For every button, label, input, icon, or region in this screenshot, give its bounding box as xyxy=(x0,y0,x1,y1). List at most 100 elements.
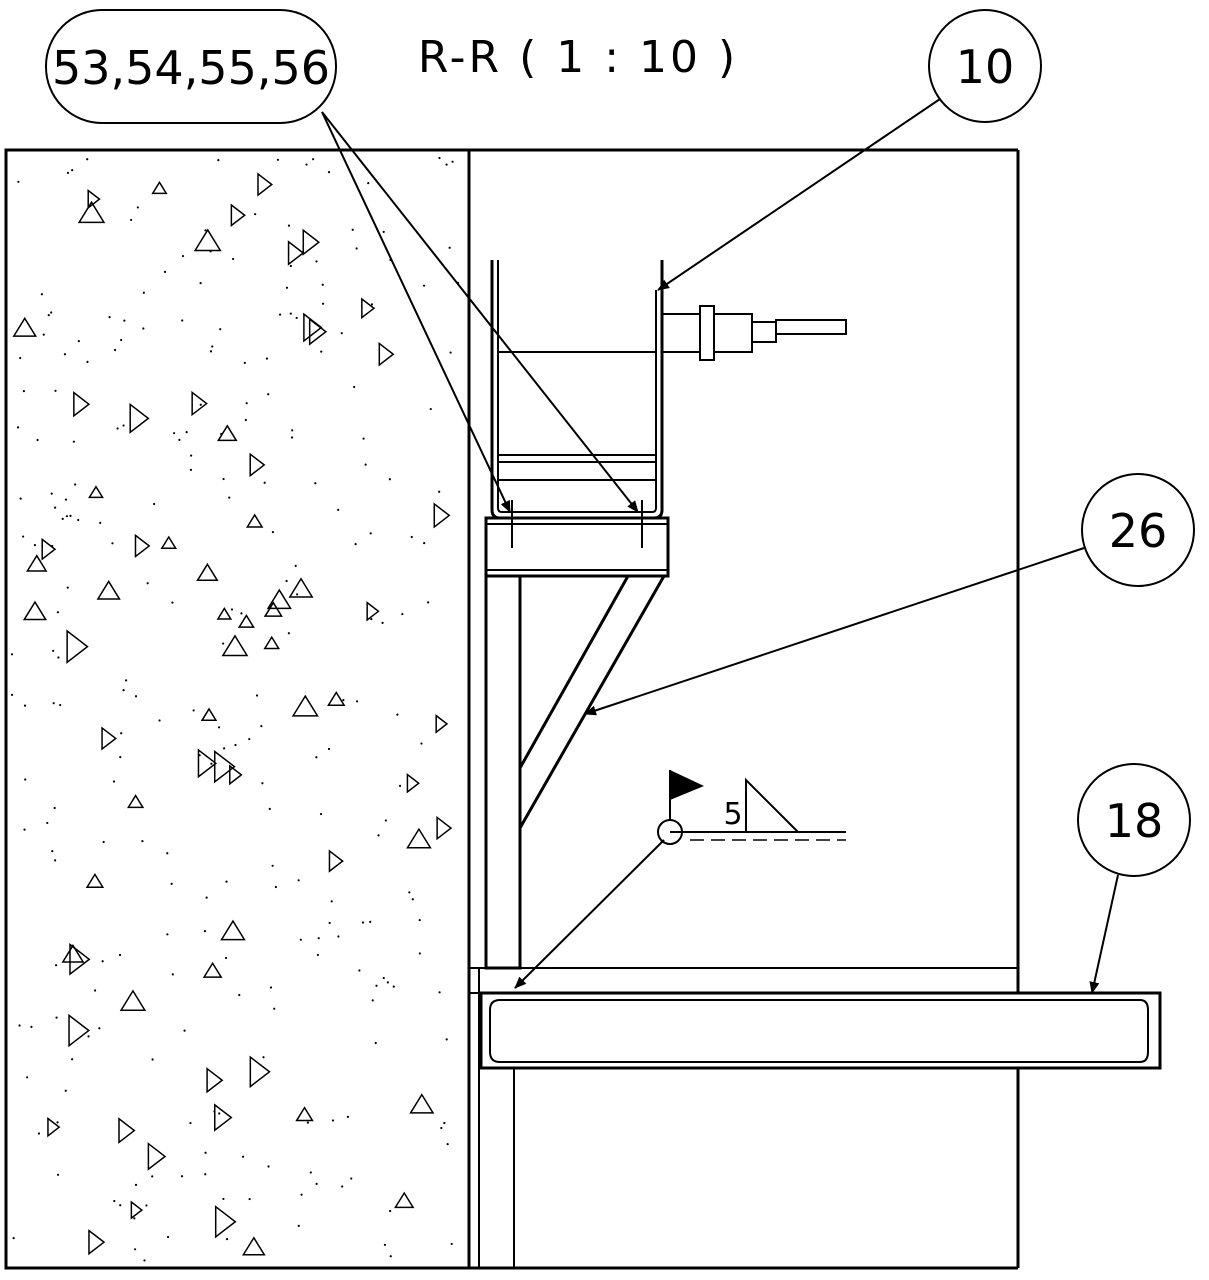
aggregate-grain xyxy=(19,356,22,360)
aggregate-grain xyxy=(22,535,25,538)
aggregate-grain xyxy=(180,1175,184,1178)
aggregate-grain xyxy=(248,1197,251,1201)
aggregate-grain xyxy=(108,315,111,319)
aggregate-grain xyxy=(54,389,57,392)
aggregate-grain xyxy=(54,506,57,509)
aggregate-grain xyxy=(289,264,292,268)
aggregate-grain xyxy=(222,477,225,481)
aggregate-grain xyxy=(297,879,300,882)
aggregate-stone xyxy=(295,1106,314,1122)
aggregate-grain xyxy=(244,418,247,422)
aggregate-grain xyxy=(151,1058,154,1061)
aggregate-grain xyxy=(287,632,290,635)
aggregate-grain xyxy=(306,1121,309,1124)
aggregate-grain xyxy=(410,535,413,539)
aggregate-stone xyxy=(77,200,106,224)
aggregate-grain xyxy=(315,260,318,263)
aggregate-grain xyxy=(86,360,89,363)
aggregate-grain xyxy=(377,834,380,837)
aggregate-grain xyxy=(118,953,122,957)
aggregate-grain xyxy=(238,993,241,997)
aggregate-grain xyxy=(370,617,373,621)
aggregate-grain xyxy=(262,1056,265,1059)
aggregate-stone xyxy=(73,391,91,418)
aggregate-stone xyxy=(221,634,249,657)
aggregate-grain xyxy=(438,490,441,493)
aggregate-grain xyxy=(158,719,161,722)
aggregate-grain xyxy=(222,642,225,645)
aggregate-grain xyxy=(342,699,345,702)
aggregate-stone xyxy=(88,485,104,499)
aggregate-grain xyxy=(183,1029,186,1032)
aggregate-grain xyxy=(57,656,60,659)
floor-layer xyxy=(468,967,1019,994)
aggregate-grain xyxy=(317,937,320,940)
aggregate-grain xyxy=(299,938,302,941)
aggregate-grain xyxy=(354,543,357,546)
aggregate-grain xyxy=(389,1209,392,1213)
aggregate-grain xyxy=(225,1238,229,1241)
aggregate-grain xyxy=(340,332,343,335)
aggregate-grain xyxy=(72,440,75,443)
aggregate-grain xyxy=(136,206,139,209)
aggregate-grain xyxy=(33,543,37,547)
aggregate-stone xyxy=(85,872,105,888)
aggregate-grain xyxy=(111,542,114,545)
aggregate-stone xyxy=(191,390,208,417)
aggregate-grain xyxy=(273,1007,276,1010)
callout-10: 10 xyxy=(657,9,1042,291)
aggregate-grain xyxy=(374,1041,377,1045)
aggregate-grain xyxy=(269,986,273,989)
field-weld-flag-icon xyxy=(670,770,704,800)
room-outline xyxy=(6,148,1020,1270)
aggregate-grain xyxy=(260,725,263,728)
aggregate-grain xyxy=(189,468,193,472)
aggregate-grain xyxy=(204,229,207,232)
aggregate-grain xyxy=(315,756,318,759)
weld-size: 5 xyxy=(723,797,742,832)
aggregate-grain xyxy=(230,608,234,611)
aggregate-grain xyxy=(315,1182,318,1185)
aggregate-grain xyxy=(408,891,411,894)
aggregate-grain xyxy=(141,839,144,843)
aggregate-stone xyxy=(160,535,177,549)
aggregate-grain xyxy=(171,601,174,604)
aggregate-grain xyxy=(86,158,89,161)
aggregate-grain xyxy=(261,782,264,785)
aggregate-grain xyxy=(116,427,119,430)
aggregate-grain xyxy=(331,1119,335,1122)
aggregate-grain xyxy=(23,828,26,831)
aggregate-grain xyxy=(234,743,237,747)
aggregate-grain xyxy=(219,328,222,331)
aggregate-grain xyxy=(295,316,298,320)
aggregate-grain xyxy=(51,850,54,853)
diagonal-strut xyxy=(518,574,667,834)
aggregate-stone xyxy=(302,228,321,256)
aggregate-grain xyxy=(268,807,271,810)
aggregate-grain xyxy=(241,1155,245,1158)
aggregate-grain xyxy=(71,1058,74,1061)
aggregate-grain xyxy=(386,981,389,984)
aggregate-grain xyxy=(327,171,331,174)
aggregate-grain xyxy=(422,284,426,287)
aggregate-grain xyxy=(124,679,128,682)
aggregate-stone xyxy=(127,794,145,809)
aggregate-stone xyxy=(119,989,147,1011)
aggregate-grain xyxy=(228,496,231,499)
aggregate-grain xyxy=(51,544,54,548)
callout-26-label: 26 xyxy=(1109,504,1168,558)
aggregate-grain xyxy=(321,302,325,305)
aggregate-grain xyxy=(205,896,208,899)
aggregate-grain xyxy=(418,918,421,922)
aggregate-grain xyxy=(145,1204,148,1207)
aggregate-grain xyxy=(305,163,308,166)
aggregate-grain xyxy=(134,1248,137,1251)
aggregate-grain xyxy=(355,700,359,703)
aggregate-grain xyxy=(440,1126,443,1130)
aggregate-grain xyxy=(87,1035,90,1038)
aggregate-stone xyxy=(242,1236,266,1256)
aggregate-grain xyxy=(102,840,105,844)
aggregate-grain xyxy=(69,514,72,517)
aggregate-grain xyxy=(98,1027,101,1030)
aggregate-grain xyxy=(276,158,280,161)
